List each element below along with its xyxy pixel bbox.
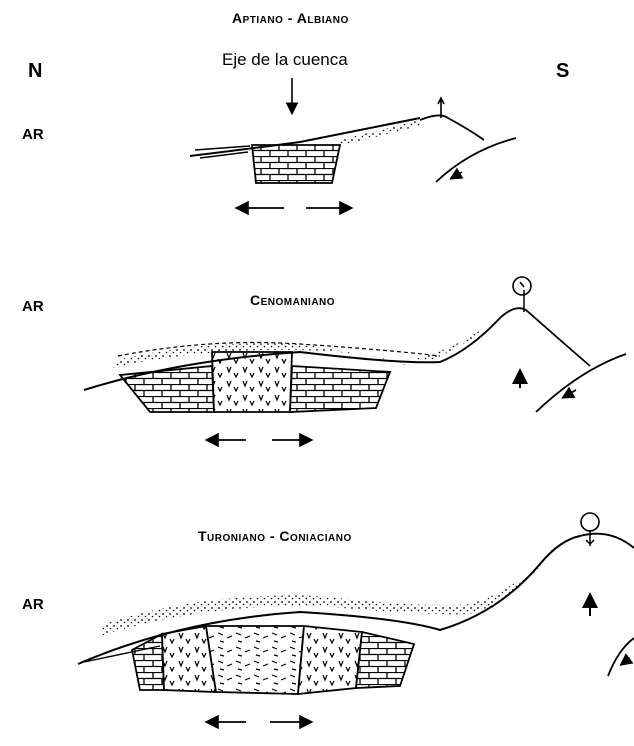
stage-2-section [84, 277, 626, 440]
stage-1-section [190, 98, 516, 208]
stage-3-section [78, 513, 634, 722]
